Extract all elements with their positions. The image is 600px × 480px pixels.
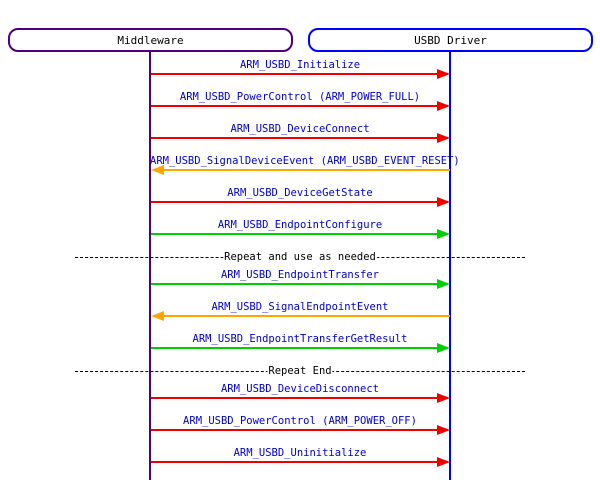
message-label-arm-usbd-endpointtransfer: ARM_USBD_EndpointTransfer (220, 269, 380, 281)
arrowhead-left-arm-usbd-signalendpointevent (151, 311, 164, 321)
message-label-arm-usbd-endpointconfigure: ARM_USBD_EndpointConfigure (217, 219, 383, 231)
arrowhead-right-arm-usbd-devicedisconnect (437, 393, 450, 403)
separator-label-repeat-and-use-as-needed: Repeat and use as needed (223, 250, 377, 264)
message-line-arm-usbd-initialize (151, 73, 437, 75)
entity-box-middleware: Middleware (8, 28, 293, 52)
message-line-arm-usbd-powercontrol-arm-power-off (151, 429, 437, 431)
message-line-arm-usbd-endpointconfigure (151, 233, 437, 235)
message-line-arm-usbd-devicegetstate (151, 201, 437, 203)
message-line-arm-usbd-signalendpointevent (163, 315, 450, 317)
arrowhead-right-arm-usbd-endpointconfigure (437, 229, 450, 239)
arrowhead-right-arm-usbd-initialize (437, 69, 450, 79)
arrowhead-right-arm-usbd-powercontrol-arm-power-full (437, 101, 450, 111)
arrowhead-right-arm-usbd-deviceconnect (437, 133, 450, 143)
entity-label-usbd-driver: USBD Driver (414, 33, 487, 47)
arrowhead-left-arm-usbd-signaldeviceevent-arm-usbd-event-reset (151, 165, 164, 175)
message-label-arm-usbd-signalendpointevent: ARM_USBD_SignalEndpointEvent (211, 301, 389, 313)
message-label-arm-usbd-devicegetstate: ARM_USBD_DeviceGetState (227, 187, 373, 199)
message-line-arm-usbd-devicedisconnect (151, 397, 437, 399)
arrowhead-right-arm-usbd-powercontrol-arm-power-off (437, 425, 450, 435)
message-line-arm-usbd-uninitialize (151, 461, 437, 463)
message-label-arm-usbd-initialize: ARM_USBD_Initialize (239, 59, 361, 71)
entity-label-middleware: Middleware (117, 33, 184, 47)
entity-box-usbd-driver: USBD Driver (308, 28, 593, 52)
lifeline-usbd-driver (449, 52, 451, 480)
message-line-arm-usbd-endpointtransfer (151, 283, 437, 285)
lifeline-middleware (149, 52, 151, 480)
message-label-arm-usbd-signaldeviceevent-arm-usbd-event-reset: ARM_USBD_SignalDeviceEvent (ARM_USBD_EVE… (150, 155, 460, 167)
arrowhead-right-arm-usbd-devicegetstate (437, 197, 450, 207)
arrowhead-right-arm-usbd-endpointtransfer (437, 279, 450, 289)
message-line-arm-usbd-endpointtransfergetresult (151, 347, 437, 349)
message-label-arm-usbd-powercontrol-arm-power-off: ARM_USBD_PowerControl (ARM_POWER_OFF) (183, 415, 417, 427)
arrowhead-right-arm-usbd-endpointtransfergetresult (437, 343, 450, 353)
message-label-arm-usbd-devicedisconnect: ARM_USBD_DeviceDisconnect (220, 383, 380, 395)
message-label-arm-usbd-uninitialize: ARM_USBD_Uninitialize (233, 447, 367, 459)
message-label-arm-usbd-powercontrol-arm-power-full: ARM_USBD_PowerControl (ARM_POWER_FULL) (179, 91, 421, 103)
message-line-arm-usbd-powercontrol-arm-power-full (151, 105, 437, 107)
message-line-arm-usbd-deviceconnect (151, 137, 437, 139)
separator-label-repeat-end: Repeat End (267, 364, 333, 378)
message-line-arm-usbd-signaldeviceevent-arm-usbd-event-reset (163, 169, 450, 171)
arrowhead-right-arm-usbd-uninitialize (437, 457, 450, 467)
message-label-arm-usbd-endpointtransfergetresult: ARM_USBD_EndpointTransferGetResult (192, 333, 408, 345)
message-label-arm-usbd-deviceconnect: ARM_USBD_DeviceConnect (230, 123, 370, 135)
